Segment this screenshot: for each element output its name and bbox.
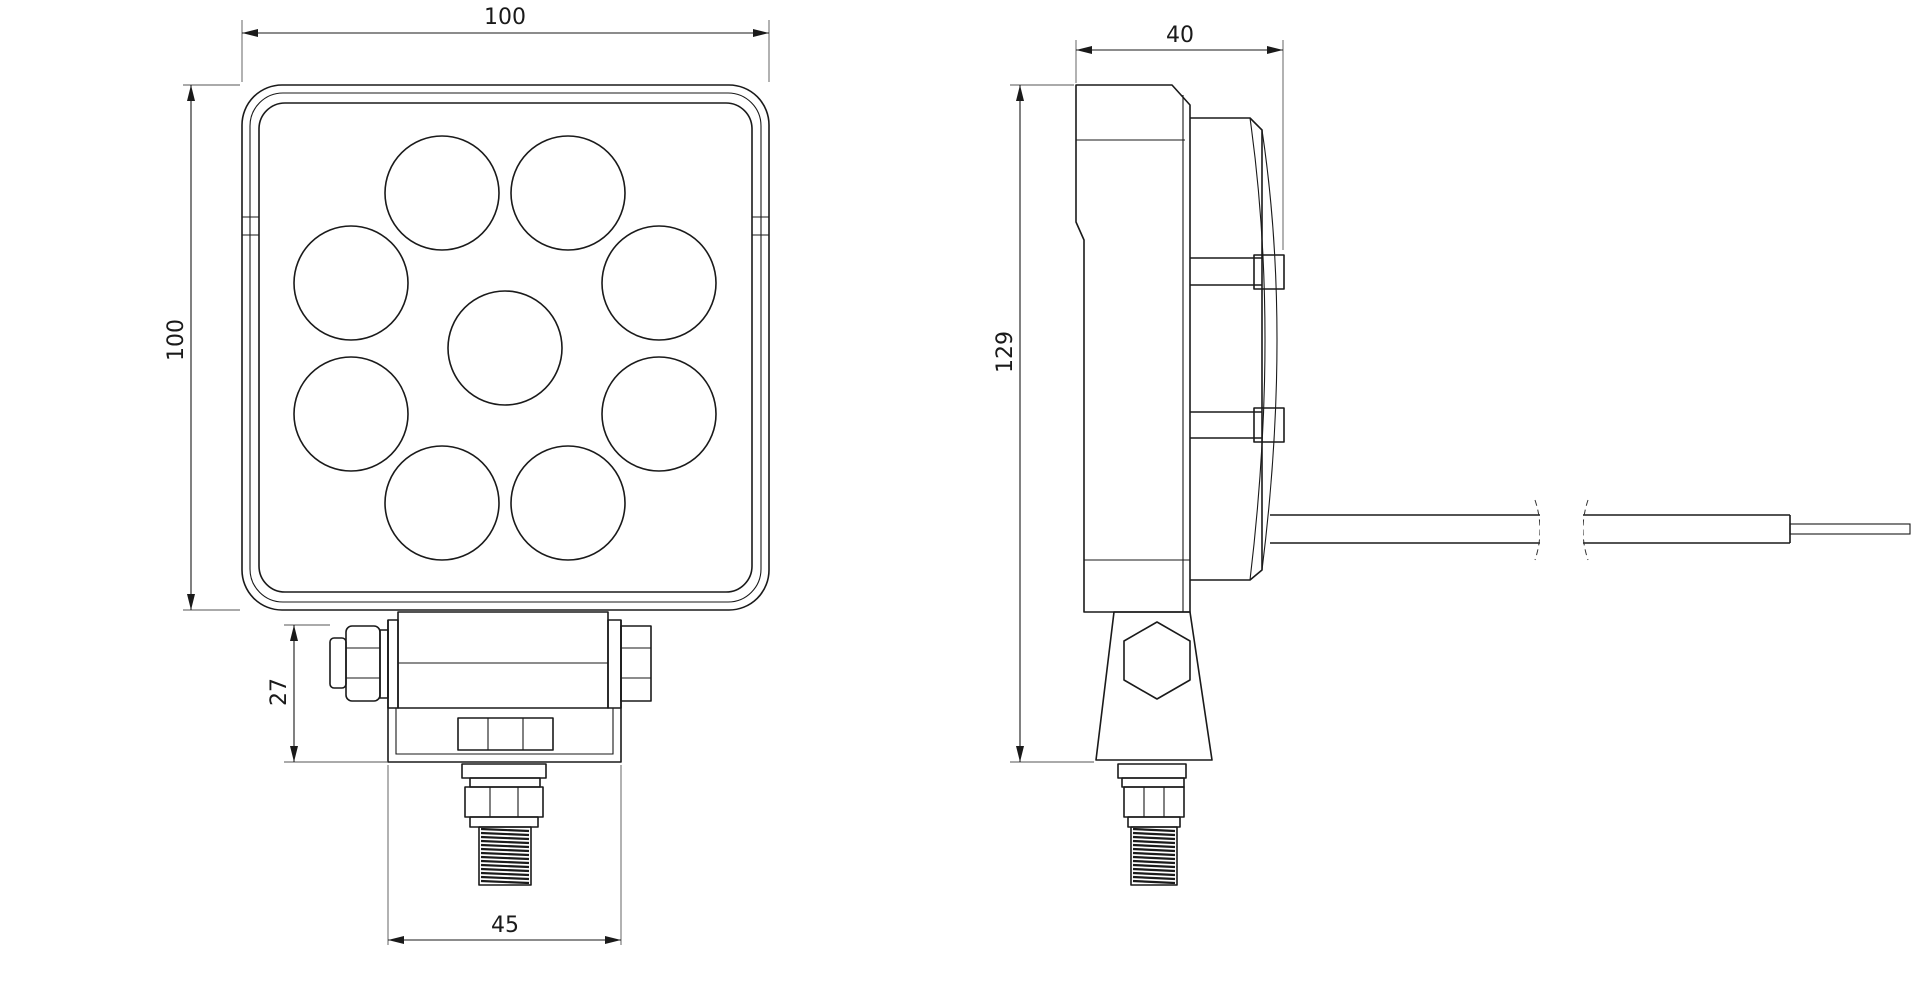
thread-line (1132, 831, 1176, 837)
thread-line (480, 859, 530, 865)
thread-line (1132, 835, 1176, 841)
thread-line (1132, 847, 1176, 853)
cable-break-left (1534, 499, 1541, 561)
stud-nut (464, 786, 544, 818)
left-bolt-washer (379, 629, 389, 699)
dim-label-front-height: 100 (164, 319, 189, 361)
heatsink-body (1190, 117, 1263, 581)
cable (1270, 499, 1911, 561)
bracket-u-shape (387, 620, 622, 763)
side-stud-shaft (1130, 826, 1178, 886)
stud-washer (461, 763, 547, 779)
bracket-block (397, 611, 609, 709)
dim-label-side-depth: 40 (1166, 23, 1194, 48)
thread-line (480, 863, 530, 869)
bracket-hinge-left (387, 619, 399, 709)
dim-bracket-width: 45 (387, 765, 622, 945)
side-bracket-body (1095, 611, 1213, 761)
right-bolt-nut (620, 625, 652, 702)
front-housing-middle (249, 92, 762, 603)
led-circle (293, 356, 409, 472)
front-lens-frame (258, 102, 753, 593)
side-bracket (1095, 611, 1213, 886)
thread-line (480, 827, 530, 833)
led-circle (601, 356, 717, 472)
front-view: 100 100 27 45 (164, 5, 770, 945)
heatsink-fin-profile (1249, 117, 1266, 581)
side-bracket-hex-nut (1123, 621, 1191, 700)
thread-line (480, 875, 530, 881)
left-bolt-head (329, 637, 347, 689)
led-circle (510, 135, 626, 251)
dim-label-bracket-width: 45 (491, 913, 519, 938)
thread-line (1132, 827, 1176, 833)
bracket-hinge-right (607, 619, 622, 709)
heatsink-clip (1253, 407, 1285, 443)
base-plate (457, 717, 554, 751)
led-circle (447, 290, 563, 406)
dim-front-height: 100 (164, 84, 240, 611)
bracket-u-inner (395, 708, 614, 755)
heatsink-fin-profile-outer (1261, 129, 1278, 571)
cable-break-right (1582, 499, 1589, 561)
led-circle (601, 225, 717, 341)
stud-thread (480, 827, 530, 885)
dim-label-bracket-height: 27 (267, 678, 292, 706)
thread-line (480, 867, 530, 873)
thread-line (480, 843, 530, 849)
dim-side-height: 129 (993, 84, 1094, 763)
thread-line (1132, 879, 1176, 885)
led-circle (384, 445, 500, 561)
thread-line (480, 879, 530, 885)
dim-label-front-width: 100 (484, 5, 526, 30)
side-view: 40 129 (993, 23, 1911, 886)
thread-line (1132, 859, 1176, 865)
thread-line (480, 835, 530, 841)
front-bracket (329, 611, 652, 886)
side-housing (1075, 84, 1191, 613)
heatsink-clip (1253, 254, 1285, 290)
thread-line (1132, 871, 1176, 877)
dim-front-width: 100 (241, 5, 770, 82)
thread-line (1132, 843, 1176, 849)
thread-line (1132, 851, 1176, 857)
stud-lock-washer (469, 777, 541, 788)
left-bolt-nut (345, 625, 381, 702)
side-stud-collar (1127, 816, 1181, 828)
thread-line (480, 855, 530, 861)
led-circle (293, 225, 409, 341)
thread-line (1132, 839, 1176, 845)
thread-line (480, 831, 530, 837)
front-housing-outer (241, 84, 770, 611)
led-circle (510, 445, 626, 561)
thread-line (480, 851, 530, 857)
stud-shaft (478, 826, 532, 886)
stud-collar (469, 816, 539, 828)
dim-side-depth: 40 (1075, 23, 1284, 250)
side-stud-nut (1123, 786, 1185, 818)
thread-line (480, 839, 530, 845)
led-array (293, 135, 717, 561)
dim-bracket-height: 27 (267, 624, 388, 763)
thread-line (1132, 855, 1176, 861)
cable-break-gap (1540, 512, 1583, 546)
side-stud-lock (1121, 777, 1185, 788)
side-stud-washer (1117, 763, 1187, 779)
thread-line (480, 847, 530, 853)
led-circle (384, 135, 500, 251)
thread-line (480, 871, 530, 877)
cable-wire-end (1789, 523, 1911, 535)
dim-label-side-height: 129 (993, 331, 1018, 373)
thread-line (1132, 867, 1176, 873)
side-stud-thread (1132, 827, 1176, 885)
thread-line (1132, 863, 1176, 869)
thread-line (1132, 875, 1176, 881)
